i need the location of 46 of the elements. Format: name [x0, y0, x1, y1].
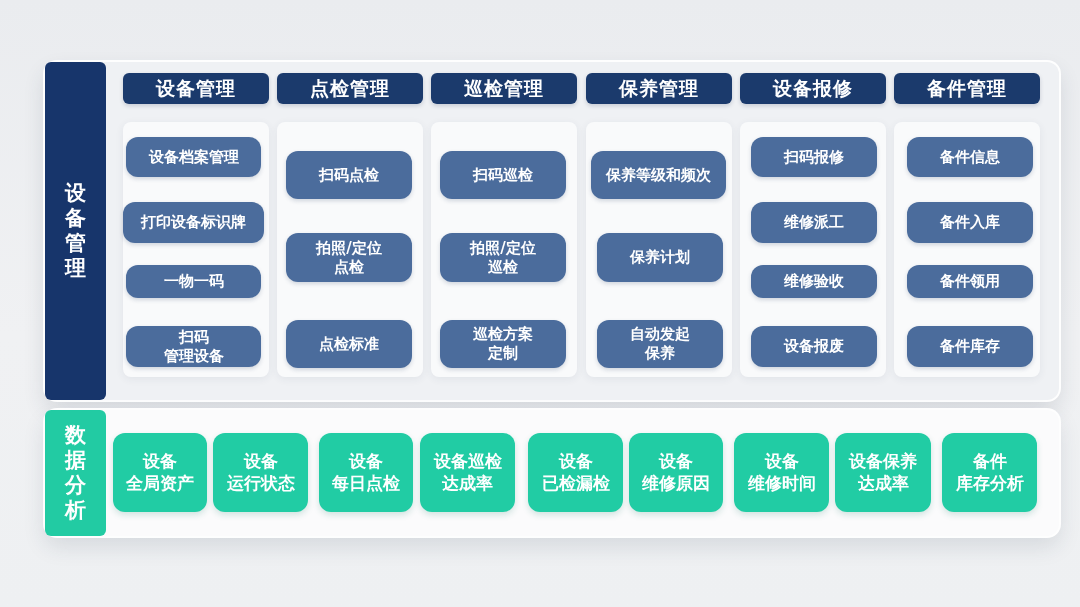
- feature-tile: 扫码报修: [751, 137, 877, 177]
- feature-tile: 巡检方案定制: [440, 320, 566, 368]
- feature-tile: 备件库存: [907, 326, 1033, 367]
- feature-tile: 保养计划: [597, 233, 723, 282]
- column-panel: [586, 122, 732, 377]
- feature-tile: 维修派工: [751, 202, 877, 243]
- feature-tile: 一物一码: [126, 265, 261, 298]
- feature-tile: 自动发起保养: [597, 320, 723, 368]
- column-panel: [894, 122, 1040, 377]
- feature-tile: 点检标准: [286, 320, 412, 368]
- metric-tile: 设备每日点检: [319, 433, 413, 512]
- category-band: 设备管理: [45, 62, 106, 400]
- analysis-panel: [45, 410, 1059, 536]
- column-panel: [277, 122, 423, 377]
- module-panel: [45, 62, 1059, 400]
- column-header: 备件管理: [894, 73, 1040, 104]
- feature-tile: 设备档案管理: [126, 137, 261, 177]
- feature-tile: 备件信息: [907, 137, 1033, 177]
- feature-tile: 拍照/定位巡检: [440, 233, 566, 282]
- feature-tile: 打印设备标识牌: [123, 202, 264, 243]
- metric-tile: 设备保养达成率: [835, 433, 931, 512]
- metric-tile: 设备已检漏检: [528, 433, 623, 512]
- feature-tile: 备件领用: [907, 265, 1033, 298]
- feature-tile: 设备报废: [751, 326, 877, 367]
- metric-tile: 设备全局资产: [113, 433, 207, 512]
- feature-tile: 扫码管理设备: [126, 326, 261, 367]
- metric-tile: 设备巡检达成率: [420, 433, 515, 512]
- column-header: 点检管理: [277, 73, 423, 104]
- metric-tile: 设备维修原因: [629, 433, 723, 512]
- column-header: 巡检管理: [431, 73, 577, 104]
- column-panel: [740, 122, 886, 377]
- metric-tile: 备件库存分析: [942, 433, 1037, 512]
- column-panel: [431, 122, 577, 377]
- feature-tile: 扫码点检: [286, 151, 412, 199]
- column-header: 保养管理: [586, 73, 732, 104]
- column-header: 设备报修: [740, 73, 886, 104]
- metric-tile: 设备维修时间: [734, 433, 829, 512]
- feature-tile: 备件入库: [907, 202, 1033, 243]
- column-panel: [123, 122, 269, 377]
- feature-tile: 拍照/定位点检: [286, 233, 412, 282]
- feature-tile: 维修验收: [751, 265, 877, 298]
- feature-tile: 扫码巡检: [440, 151, 566, 199]
- metric-tile: 设备运行状态: [213, 433, 308, 512]
- feature-tile: 保养等级和频次: [591, 151, 726, 199]
- category-band: 数据分析: [45, 410, 106, 536]
- column-header: 设备管理: [123, 73, 269, 104]
